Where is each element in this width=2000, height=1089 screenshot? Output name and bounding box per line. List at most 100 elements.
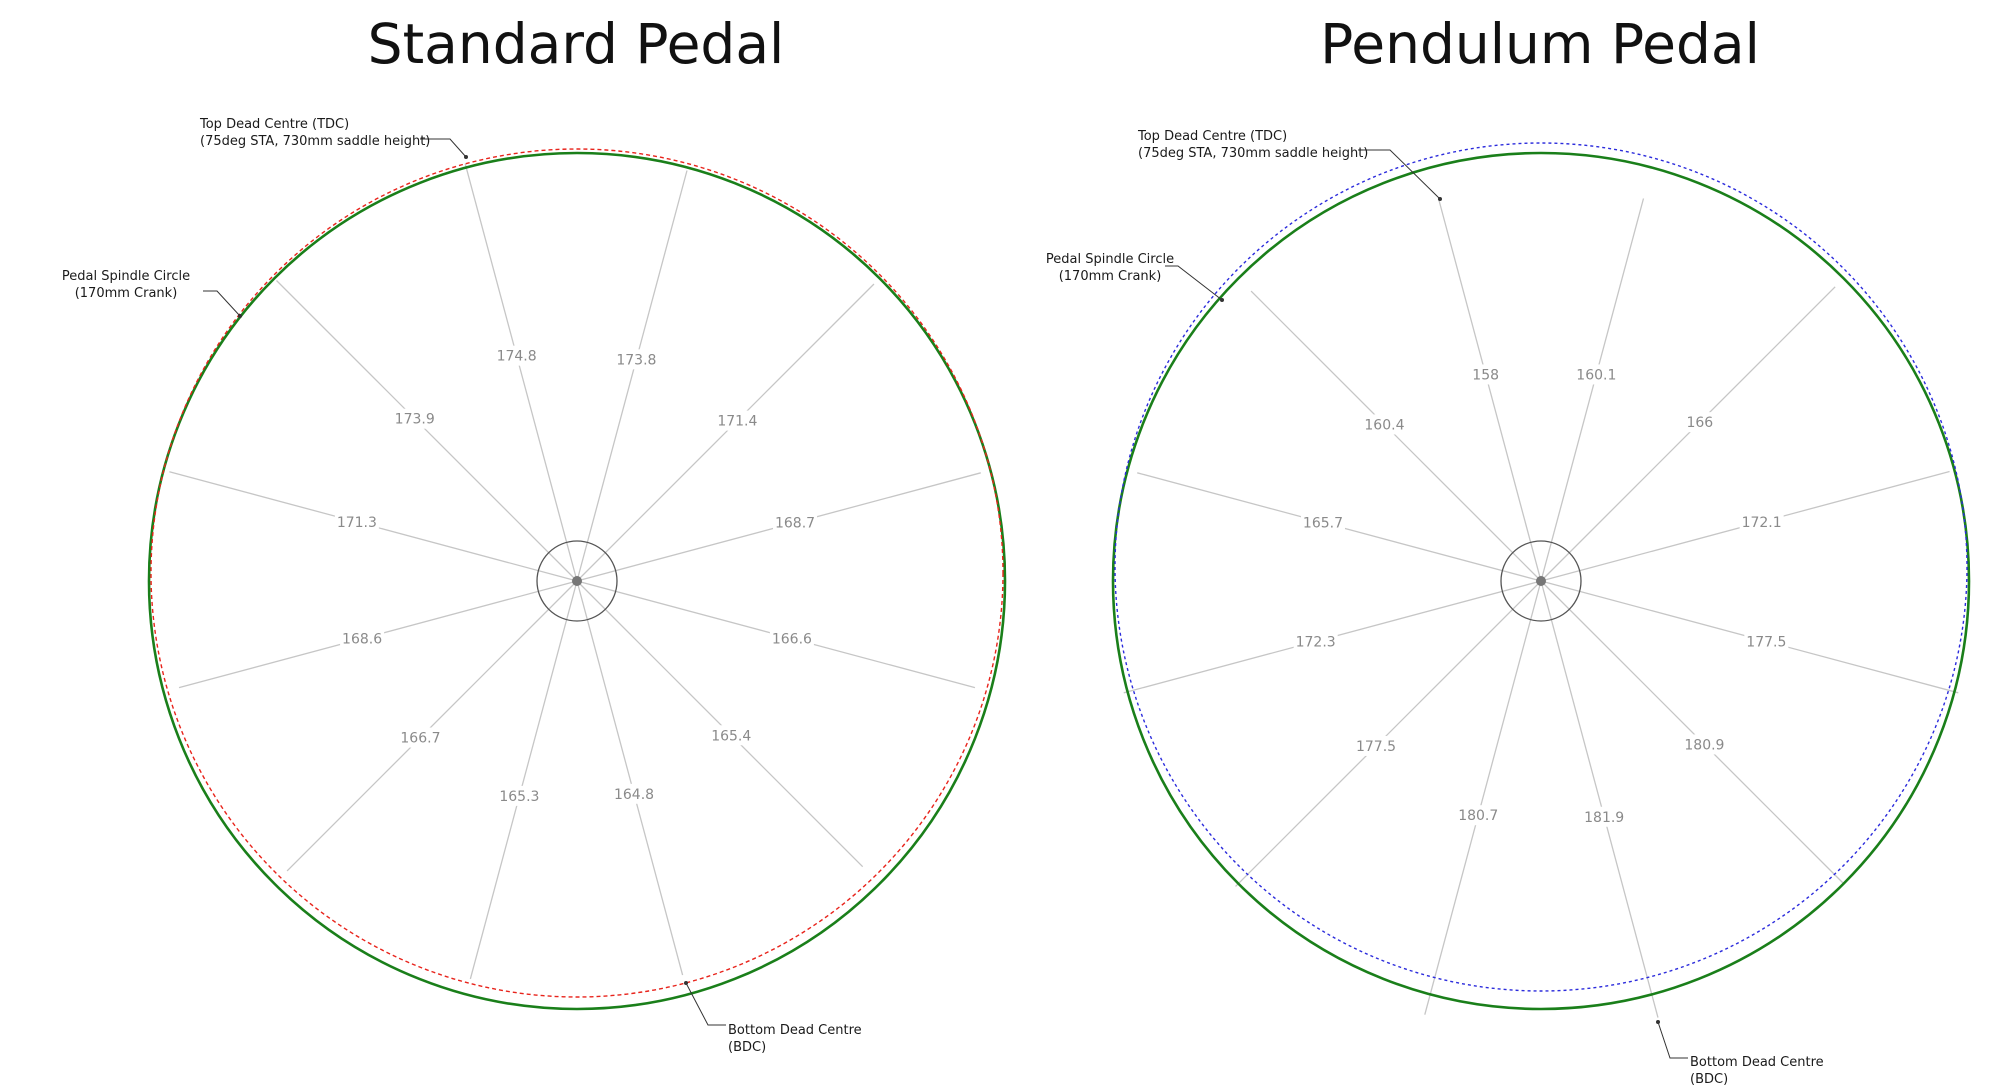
pendulum-radial-line-3 — [1540, 286, 1836, 582]
standard-radial-label-bg-12 — [392, 408, 437, 429]
pendulum-radial-value-7: 181.9 — [1584, 810, 1624, 826]
pendulum-spindle-circle-label-line-2: (170mm Crank) — [1059, 269, 1162, 284]
pendulum-spindle-circle-leader-line — [1165, 265, 1223, 301]
pendulum-radial-line-12 — [1250, 290, 1542, 582]
standard-bdc-label-line-1: Bottom Dead Centre — [728, 1023, 862, 1038]
standard-radial-value-12: 173.9 — [395, 412, 435, 428]
standard-radial-line-7 — [576, 580, 684, 976]
pendulum-radial-value-6: 180.9 — [1684, 737, 1724, 753]
standard-radial-label-bg-3 — [715, 410, 760, 431]
pendulum-radial-line-1 — [1437, 198, 1542, 582]
standard-tdc-leader-line — [420, 138, 467, 158]
standard-radial-line-8 — [469, 580, 578, 980]
standard-radial-value-11: 171.3 — [337, 515, 377, 531]
pendulum-radial-label-bg-1 — [1463, 364, 1508, 385]
pendulum-radial-label-bg-4 — [1739, 511, 1784, 532]
pendulum-tdc-leader-line — [1358, 149, 1441, 200]
pendulum-radial-value-2: 160.1 — [1576, 367, 1616, 383]
standard-bdc-label-line-2: (BDC) — [728, 1040, 766, 1055]
standard-bdc-leader-line — [685, 982, 726, 1026]
pendulum-radial-value-10: 172.3 — [1296, 634, 1336, 650]
standard-bdc-marker — [684, 981, 688, 985]
standard-bottom-bracket-circle — [536, 540, 618, 622]
pendulum-radial-label-bg-11 — [1300, 512, 1345, 533]
standard-radial-line-3 — [576, 283, 875, 582]
pendulum-radial-label-bg-7 — [1582, 806, 1627, 827]
pendulum-radial-label-bg-9 — [1354, 735, 1399, 756]
standard-radial-value-10: 168.6 — [342, 632, 382, 648]
pendulum-bdc-marker — [1656, 1020, 1660, 1024]
standard-radial-label-bg-4 — [773, 512, 818, 533]
pendulum-radial-value-9: 177.5 — [1356, 739, 1396, 755]
standard-radial-label-bg-7 — [612, 783, 657, 804]
standard-radial-label-bg-8 — [497, 785, 542, 806]
standard-spindle-circle-marker — [238, 314, 242, 318]
standard-spindle-circle-leader-line — [203, 290, 241, 317]
standard-radial-line-1 — [464, 163, 578, 582]
pendulum-crank-center-dot — [1536, 576, 1546, 586]
standard-spindle-circle — [147, 151, 1007, 1011]
pendulum-radial-line-8 — [1424, 580, 1542, 1015]
pendulum-tdc-label-line-2: (75deg STA, 730mm saddle height) — [1138, 146, 1368, 161]
pendulum-radial-value-4: 172.1 — [1742, 515, 1782, 531]
standard-radial-label-bg-11 — [334, 512, 379, 533]
standard-radial-line-12 — [276, 280, 578, 582]
standard-radial-label-bg-5 — [769, 628, 814, 649]
standard-tdc-label-line-2: (75deg STA, 730mm saddle height) — [200, 134, 430, 149]
pendulum-spindle-circle — [1111, 151, 1971, 1011]
pendulum-radial-line-2 — [1540, 198, 1645, 582]
standard-pedal-title: Standard Pedal — [367, 12, 785, 76]
pendulum-bdc-label-line-1: Bottom Dead Centre — [1690, 1055, 1824, 1070]
standard-radial-label-bg-2 — [614, 349, 659, 370]
standard-radial-value-1: 174.8 — [497, 349, 537, 365]
pendulum-radial-label-bg-6 — [1682, 734, 1727, 755]
pendulum-bdc-label-line-2: (BDC) — [1690, 1072, 1728, 1087]
pendulum-spindle-circle-marker — [1220, 298, 1224, 302]
pendulum-radial-label-bg-8 — [1456, 805, 1501, 826]
pendulum-bdc-leader-line — [1657, 1021, 1688, 1059]
standard-radial-value-9: 166.7 — [400, 731, 440, 747]
pendulum-trajectory-path — [1114, 142, 1968, 992]
standard-radial-line-6 — [576, 580, 864, 868]
pendulum-radial-value-3: 166 — [1686, 415, 1713, 431]
standard-radial-value-2: 173.8 — [616, 352, 656, 368]
pendulum-radial-value-12: 160.4 — [1364, 417, 1404, 433]
standard-pedal-diagram: 174.8 173.8 171.4 168.7 166.6 165.4 164.8 165.3… — [62, 117, 1007, 1055]
standard-radial-value-8: 165.3 — [499, 789, 539, 805]
standard-spindle-circle-label-line-2: (170mm Crank) — [75, 286, 178, 301]
pendulum-radial-label-bg-5 — [1744, 631, 1789, 652]
standard-crank-center-dot — [572, 576, 582, 586]
standard-radial-label-bg-10 — [340, 628, 385, 649]
pendulum-radial-label-bg-10 — [1293, 631, 1338, 652]
standard-radial-label-bg-1 — [494, 345, 539, 366]
pendulum-pedal-diagram: 158 160.1 166 172.1 177.5 180.9 181.9 180.7 177.… — [1046, 129, 1971, 1087]
pendulum-radial-value-1: 158 — [1472, 367, 1499, 383]
pendulum-radial-line-7 — [1540, 580, 1659, 1018]
pendulum-radial-line-9 — [1235, 580, 1542, 887]
pendulum-pedal-title: Pendulum Pedal — [1320, 12, 1760, 76]
standard-radial-value-5: 166.6 — [772, 632, 812, 648]
standard-tdc-marker — [464, 155, 468, 159]
standard-radial-value-3: 171.4 — [717, 414, 757, 430]
pendulum-radial-value-8: 180.7 — [1458, 808, 1498, 824]
standard-radial-value-4: 168.7 — [775, 516, 815, 532]
standard-radial-label-bg-6 — [709, 725, 754, 746]
pendulum-radial-line-6 — [1540, 580, 1845, 885]
standard-radial-label-bg-9 — [398, 727, 443, 748]
pendulum-tdc-label-line-1: Top Dead Centre (TDC) — [1137, 129, 1287, 144]
standard-trajectory-path — [150, 148, 1004, 998]
pendulum-spindle-circle-label-line-1: Pedal Spindle Circle — [1046, 252, 1174, 267]
standard-spindle-circle-label-line-1: Pedal Spindle Circle — [62, 269, 190, 284]
standard-radial-line-2 — [576, 170, 688, 582]
standard-radial-line-9 — [286, 580, 578, 872]
pendulum-tdc-marker — [1438, 197, 1442, 201]
pendulum-bottom-bracket-circle — [1500, 540, 1582, 622]
standard-radial-value-7: 164.8 — [614, 787, 654, 803]
standard-tdc-label-line-1: Top Dead Centre (TDC) — [199, 117, 349, 132]
pendulum-radial-value-5: 177.5 — [1746, 634, 1786, 650]
pendulum-radial-label-bg-2 — [1574, 364, 1619, 385]
pendulum-radial-label-bg-12 — [1362, 414, 1407, 435]
standard-radial-value-6: 165.4 — [711, 728, 751, 744]
pendulum-radial-label-bg-3 — [1677, 412, 1722, 433]
